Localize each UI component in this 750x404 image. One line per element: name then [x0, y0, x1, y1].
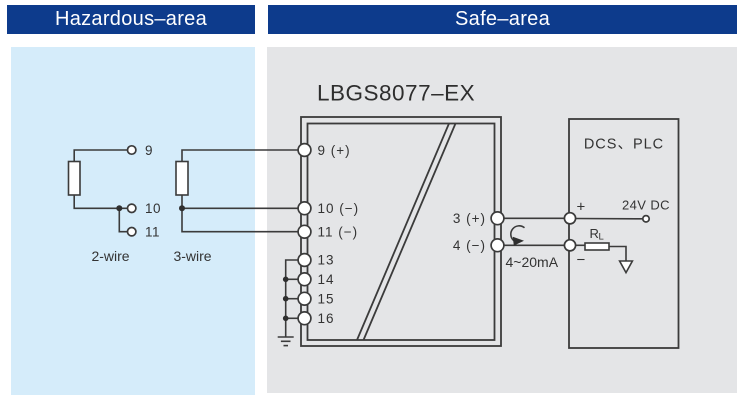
hazardous-area-header-label: Hazardous–area	[54, 8, 208, 30]
wire-2w-bottom	[73, 195, 128, 210]
loop-direction-arrow-icon	[510, 225, 526, 246]
hazardous-area-panel	[11, 47, 255, 395]
terminal-label-2w-9: 9	[145, 143, 153, 158]
isolation-diagonal-line-2	[362, 123, 457, 341]
wire-2w-top	[73, 149, 128, 162]
terminal-circle-2w-10	[126, 203, 137, 214]
dcs-minus-label: −	[577, 252, 586, 269]
load-resistor-label: R	[590, 226, 600, 241]
terminal-circle-2w-9	[126, 144, 137, 156]
terminal-circle-14	[297, 272, 312, 287]
dcs-plus-label: +	[577, 199, 586, 216]
junction-dot-16	[282, 315, 289, 322]
junction-dot-15	[282, 295, 289, 302]
terminal-label-4: 4 (−)	[453, 238, 486, 253]
device-model-title: LBGS8077–EX	[317, 81, 475, 106]
earth-jumper-group	[277, 259, 299, 347]
three-wire-caption: 3-wire	[173, 248, 211, 264]
safe-area-header: Safe–area	[268, 5, 737, 34]
dcs-terminal-minus-circle	[563, 238, 577, 252]
terminal-circle-16	[297, 311, 312, 326]
load-resistor-symbol	[584, 242, 610, 251]
signal-ground-icon	[618, 260, 634, 275]
terminal-circle-4	[490, 238, 505, 253]
dcs-title: DCS、PLC	[584, 137, 664, 153]
hazardous-area-header: Hazardous–area	[7, 5, 255, 34]
junction-dot-2wire	[116, 205, 123, 212]
supply-voltage-label: 24V DC	[622, 197, 670, 212]
wire-3w-to-terminal-10	[181, 195, 299, 210]
isolator-device: LBGS8077–EX 9 (+) 10 (−) 11 (−) 13 14 15…	[277, 81, 505, 347]
terminal-circle-3	[490, 211, 505, 226]
two-wire-sensor: 9 10 11 2-wire	[67, 143, 161, 264]
junction-dot-3wire	[179, 205, 185, 212]
wire-2w-jumper	[118, 208, 128, 233]
dcs-terminal-plus-circle	[563, 211, 577, 225]
terminal-circle-13	[297, 252, 312, 268]
terminal-circle-15	[297, 291, 312, 306]
terminal-circle-2w-11	[126, 226, 137, 237]
jumper-wire-13	[284, 259, 299, 337]
wire-to-signal-ground	[609, 245, 627, 261]
resistor-symbol-3wire	[175, 160, 189, 196]
terminal-label-11: 11 (−)	[318, 225, 359, 240]
supply-terminal-circle	[641, 214, 651, 223]
terminal-circle-11	[297, 224, 312, 239]
terminal-label-9: 9 (+)	[318, 143, 351, 158]
resistor-symbol-2wire	[67, 160, 81, 196]
output-current-label: 4~20mA	[506, 254, 559, 270]
terminal-label-10: 10 (−)	[318, 201, 360, 216]
terminal-circle-10	[297, 201, 312, 216]
earth-ground-icon	[277, 336, 294, 347]
load-resistor-subscript: L	[599, 232, 604, 243]
terminal-label-15: 15	[318, 291, 335, 306]
wire-3w-to-terminal-11	[181, 208, 299, 233]
junction-dot-14	[282, 276, 289, 283]
terminal-label-14: 14	[318, 272, 335, 287]
two-wire-caption: 2-wire	[91, 248, 129, 264]
wire-3w-to-terminal-9	[181, 149, 299, 162]
terminal-label-3: 3 (+)	[453, 211, 486, 226]
safe-area-header-label: Safe–area	[455, 8, 550, 30]
dcs-plc-unit: DCS、PLC + − 24V DC R L	[563, 118, 680, 349]
output-loop: 4~20mA	[503, 217, 565, 270]
isolation-diagonal-line-1	[356, 123, 450, 341]
dcs-box	[568, 118, 680, 349]
terminal-label-13: 13	[318, 253, 335, 268]
terminal-label-16: 16	[318, 311, 335, 326]
three-wire-sensor: 3-wire	[173, 149, 299, 264]
terminal-label-2w-11: 11	[145, 225, 160, 240]
terminal-circle-9	[297, 142, 312, 158]
terminal-label-2w-10: 10	[145, 201, 161, 216]
